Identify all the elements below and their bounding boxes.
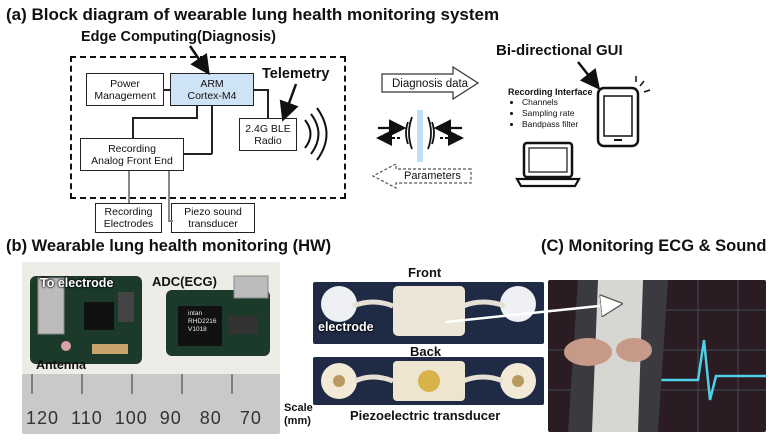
parameters-arrow: [371, 163, 472, 189]
afe-electrodes-link: [128, 171, 130, 203]
smartphone-icon: [596, 86, 640, 148]
recording-interface: Recording Interface Channels Sampling ra…: [508, 87, 593, 130]
diagnosis-data-arrow: [381, 65, 480, 101]
recording-electrodes-block: Recording Electrodes: [95, 203, 162, 233]
laptop-icon: [515, 141, 581, 188]
piezoelectric-label: Piezoelectric transducer: [350, 408, 501, 423]
monitoring-photo: [548, 280, 766, 432]
afe-piezo-link-v: [168, 171, 170, 221]
analog-front-end-block: Recording Analog Front End: [80, 138, 184, 171]
telemetry-label: Telemetry: [262, 66, 330, 82]
arm-afe-link-v1: [211, 106, 213, 154]
ri-item: Channels: [522, 97, 593, 108]
power-management-block: Power Management: [86, 73, 164, 106]
section-a-title: (a) Block diagram of wearable lung healt…: [6, 5, 500, 24]
section-c-title: (C) Monitoring ECG & Sound: [541, 237, 767, 255]
adc-ecg-label: ADC(ECG): [152, 274, 217, 289]
afe-piezo-link-h: [168, 220, 173, 222]
ruler-numbers: 120 110 100 90 80 70: [26, 408, 262, 428]
hardware-photo: intan RHD2216 V1018 120 110 100 90 80 70: [22, 262, 280, 434]
diagnosis-data-label: Diagnosis data: [392, 78, 469, 90]
back-photo: [313, 357, 544, 405]
arm-radio-link-v: [267, 89, 269, 118]
arm-radio-link-h: [254, 89, 268, 91]
front-photo: [313, 282, 544, 344]
monitoring-drawing: [548, 280, 766, 432]
piezo-transducer-block: Piezo sound transducer: [171, 203, 255, 233]
recording-interface-title: Recording Interface: [508, 87, 593, 97]
arm-afe-link-v3: [132, 117, 134, 138]
ble-radio-block: 2.4G BLE Radio: [239, 118, 297, 151]
edge-computing-label: Edge Computing(Diagnosis): [81, 29, 276, 45]
back-device-drawing: [321, 361, 536, 401]
antenna-label: Antenna: [36, 358, 86, 372]
section-b-title: (b) Wearable lung health monitoring (HW): [6, 237, 332, 255]
parameters-label: Parameters: [404, 170, 461, 182]
to-electrode-label: To electrode: [40, 276, 114, 290]
chip-marking: intan RHD2216 V1018: [188, 310, 217, 333]
arm-afe-link-h2: [132, 117, 198, 119]
front-label: Front: [408, 265, 442, 280]
arm-afe-link-v2: [196, 106, 198, 118]
power-arm-link: [164, 89, 170, 91]
electrode-label: electrode: [318, 320, 374, 334]
recording-interface-list: Channels Sampling rate Bandpass filter: [508, 97, 593, 130]
front-device-drawing: [321, 286, 536, 336]
hardware-drawing: [22, 275, 280, 434]
gui-label: Bi-directional GUI: [496, 42, 623, 59]
ri-item: Sampling rate: [522, 108, 593, 119]
back-label: Back: [410, 344, 442, 359]
ri-item: Bandpass filter: [522, 119, 593, 130]
scale-label: Scale (mm): [284, 402, 313, 427]
arm-afe-link-h1: [184, 153, 212, 155]
arm-cortex-block: ARM Cortex-M4: [170, 73, 254, 106]
